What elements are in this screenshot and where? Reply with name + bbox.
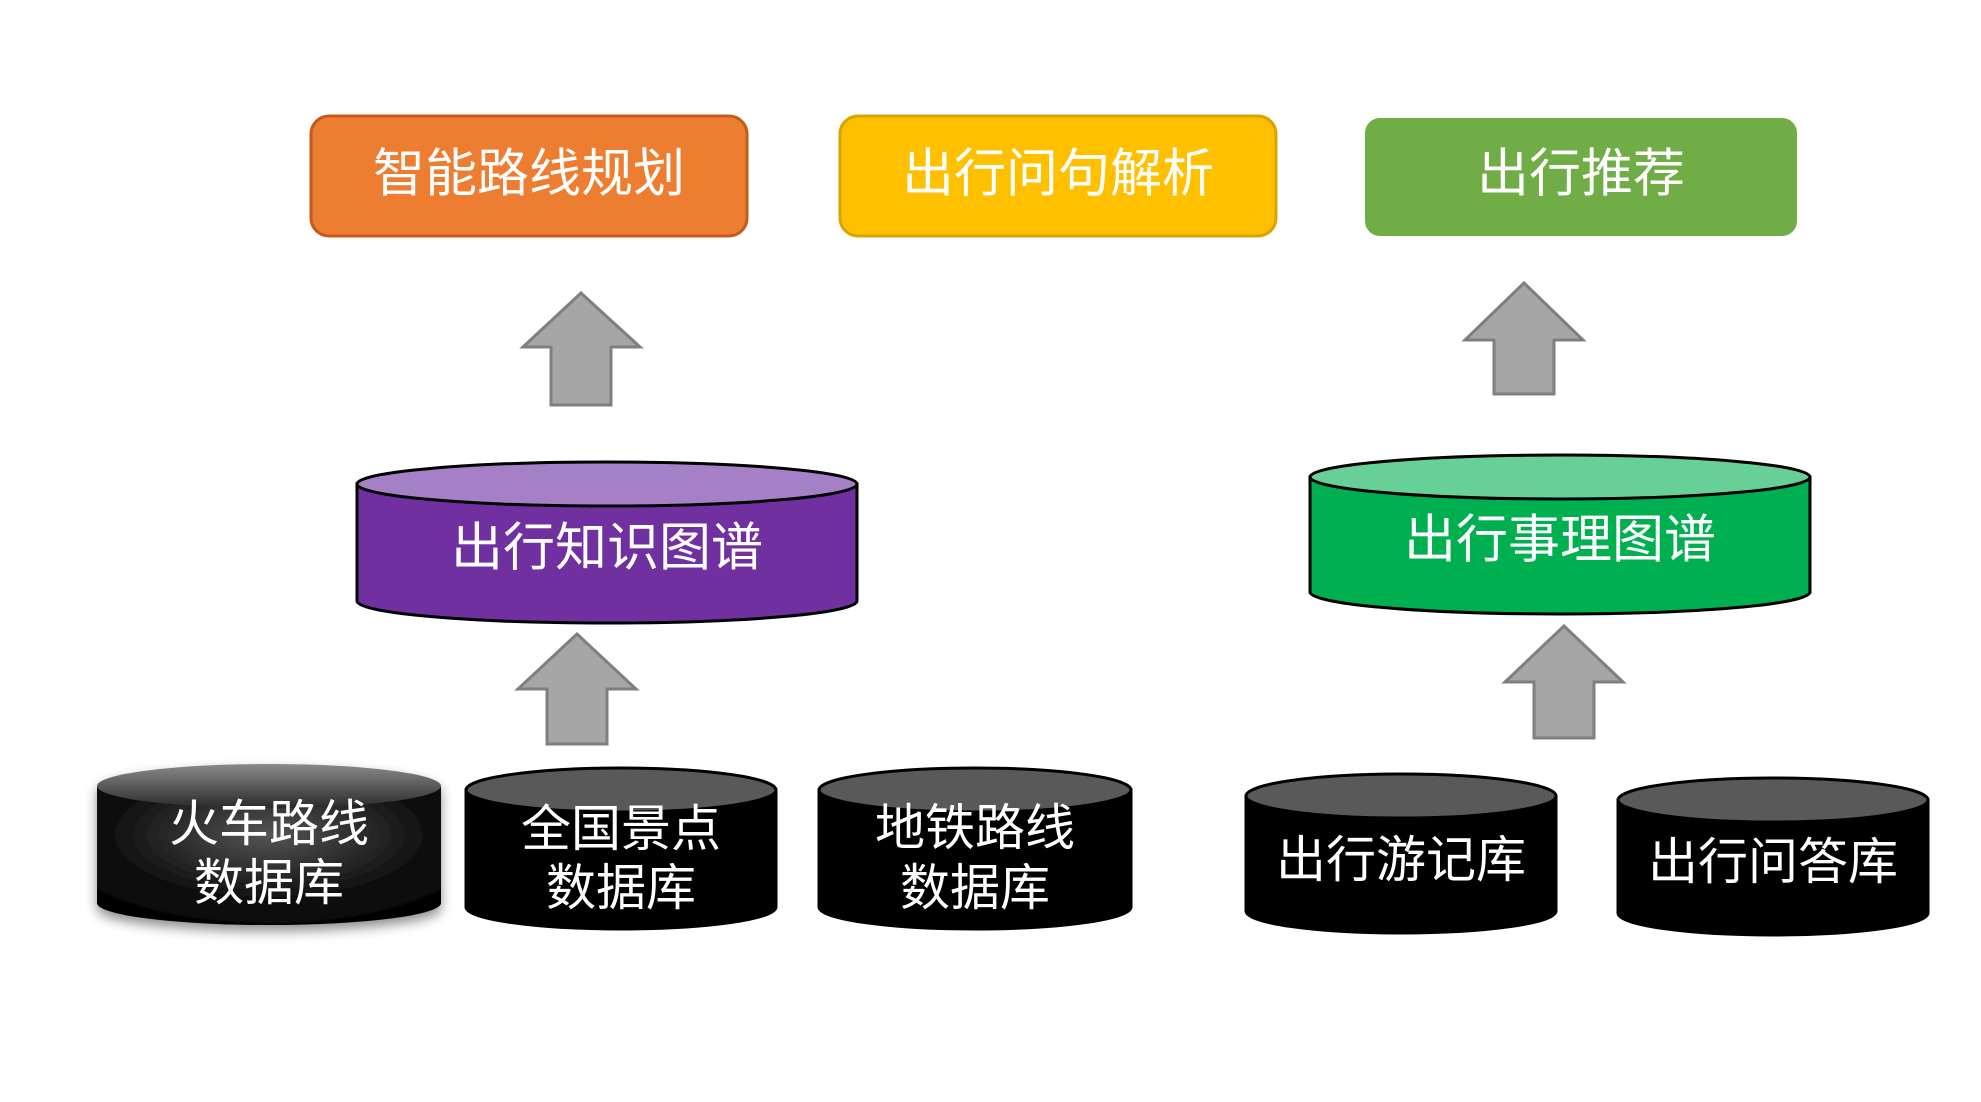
travelogue-database: 出行游记库 bbox=[1244, 772, 1558, 935]
event-graph-cylinder-body bbox=[1308, 475, 1812, 616]
subway-route-database-label-line1: 地铁路线 bbox=[875, 799, 1075, 857]
arrow-up-to-recommendation bbox=[1461, 280, 1587, 396]
knowledge-graph-cylinder-top bbox=[355, 460, 859, 508]
question-parsing-box: 出行问句解析 bbox=[838, 114, 1278, 238]
route-planning-box: 智能路线规划 bbox=[309, 114, 749, 238]
route-planning-label: 智能路线规划 bbox=[373, 145, 685, 205]
qa-database-label: 出行问答库 bbox=[1648, 833, 1898, 891]
event-graph-label: 出行事理图谱 bbox=[1404, 511, 1716, 571]
subway-route-database-body bbox=[817, 788, 1133, 931]
arrow-up-to-knowledge-graph bbox=[514, 631, 640, 746]
subway-route-database-top bbox=[817, 766, 1133, 814]
event-graph-cylinder-top bbox=[1308, 453, 1812, 501]
train-route-database-label-line2: 数据库 bbox=[194, 854, 344, 912]
knowledge-graph-cylinder: 出行知识图谱 bbox=[355, 460, 859, 625]
subway-route-database-label-line2: 数据库 bbox=[900, 859, 1050, 917]
scenic-spot-database-label-line2: 数据库 bbox=[546, 859, 696, 917]
arrow-up-to-route-planning bbox=[519, 290, 644, 407]
qa-database-top bbox=[1616, 776, 1930, 824]
train-route-database-body bbox=[97, 786, 441, 925]
qa-database-body bbox=[1616, 798, 1930, 937]
scenic-spot-database-label-line1: 全国景点 bbox=[521, 800, 721, 858]
subway-route-database: 地铁路线 数据库 bbox=[817, 766, 1133, 931]
event-graph-cylinder: 出行事理图谱 bbox=[1308, 453, 1812, 616]
recommendation-box: 出行推荐 bbox=[1365, 118, 1797, 236]
knowledge-graph-cylinder-body bbox=[355, 482, 859, 625]
train-route-database: 火车路线 数据库 bbox=[97, 764, 441, 925]
travelogue-database-top bbox=[1244, 772, 1558, 820]
travelogue-database-label: 出行游记库 bbox=[1276, 831, 1526, 889]
question-parsing-box-shape bbox=[838, 114, 1278, 238]
train-route-database-label-line1: 火车路线 bbox=[169, 795, 369, 853]
arrow-up-to-event-graph bbox=[1501, 623, 1627, 740]
qa-database: 出行问答库 bbox=[1616, 776, 1930, 937]
recommendation-box-shape bbox=[1365, 118, 1797, 236]
question-parsing-label: 出行问句解析 bbox=[902, 145, 1214, 205]
scenic-spot-database-top bbox=[464, 766, 778, 814]
recommendation-label: 出行推荐 bbox=[1477, 145, 1685, 205]
knowledge-graph-label: 出行知识图谱 bbox=[451, 519, 763, 579]
travelogue-database-body bbox=[1244, 794, 1558, 935]
train-route-database-top bbox=[97, 764, 441, 808]
scenic-spot-database-body bbox=[464, 788, 778, 931]
route-planning-box-shape bbox=[309, 114, 749, 238]
scenic-spot-database: 全国景点 数据库 bbox=[464, 766, 778, 931]
